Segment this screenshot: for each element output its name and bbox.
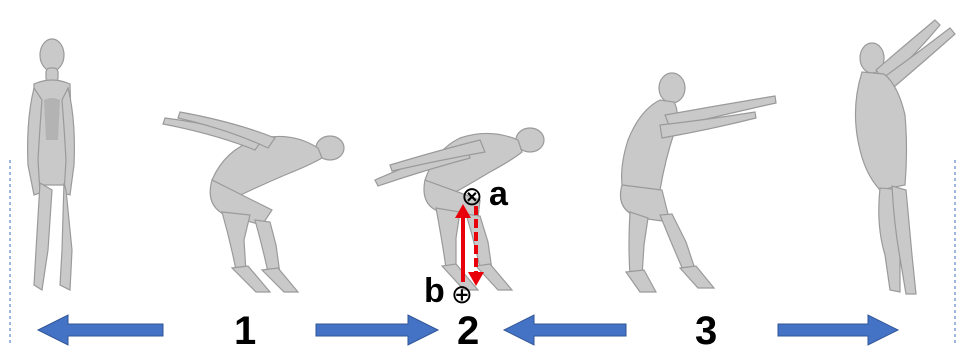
point-b-label: b (424, 272, 445, 310)
direction-arrows (36, 314, 900, 346)
downward-arrow-head (468, 272, 484, 286)
standing-figure (27, 38, 75, 291)
lowest-crouch-figure (374, 127, 545, 291)
left-arrow-2 (502, 314, 627, 346)
point-a-symbol: ⊗ (461, 182, 483, 212)
phase-label-3: 3 (695, 309, 718, 353)
point-a-label: a (489, 175, 508, 213)
displacement-arrows (455, 204, 484, 286)
phase-label-1: 1 (234, 309, 257, 353)
right-arrow-2 (777, 314, 900, 346)
rising-arms-forward-figure (619, 72, 777, 293)
left-arrow-1 (36, 314, 164, 346)
point-b-symbol: ⊕ (451, 280, 473, 310)
crouch-arms-back-figure (162, 111, 345, 293)
right-arrow-1 (315, 314, 440, 346)
extended-arms-overhead-figure (854, 19, 956, 295)
phase-label-2: 2 (457, 309, 480, 353)
upward-arrow-head (455, 204, 471, 218)
